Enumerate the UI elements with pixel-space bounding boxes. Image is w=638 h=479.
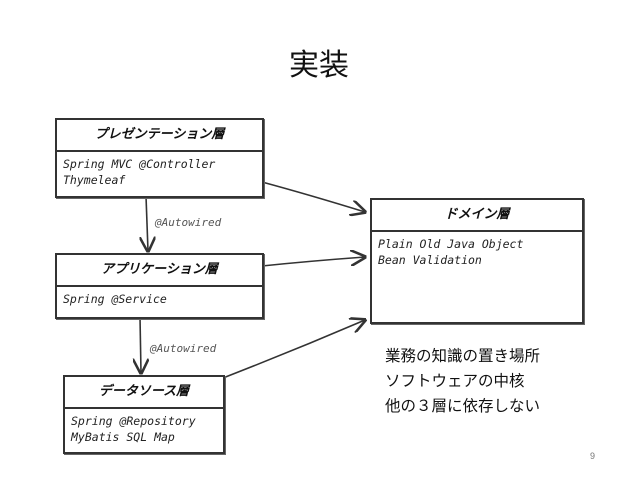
datasource-layer-box: データソース層 Spring @Repository MyBatis SQL M… [63, 375, 225, 454]
presentation-tech-2: Thymeleaf [63, 173, 126, 187]
page-number: 9 [590, 451, 596, 461]
application-layer-name: アプリケーション層 [57, 255, 262, 287]
presentation-layer-name: プレゼンテーション層 [57, 120, 262, 152]
domain-note-2: ソフトウェアの中核 [385, 372, 525, 390]
domain-layer-box: ドメイン層 Plain Old Java Object Bean Validat… [370, 198, 584, 324]
arrow-presentation-to-domain [261, 181, 365, 212]
arrow-presentation-to-application [146, 195, 148, 251]
application-layer-box: アプリケーション層 Spring @Service [55, 253, 264, 319]
domain-tech-2: Bean Validation [378, 253, 482, 267]
domain-note-1: 業務の知識の置き場所 [385, 347, 541, 365]
presentation-layer-box: プレゼンテーション層 Spring MVC @Controller Thymel… [55, 118, 264, 198]
domain-notes: 業務の知識の置き場所 ソフトウェアの中核 他の３層に依存しない [385, 344, 540, 419]
datasource-tech-2: MyBatis SQL Map [71, 430, 175, 444]
domain-tech-1: Plain Old Java Object [378, 237, 524, 251]
arrow-datasource-to-domain [222, 320, 365, 379]
domain-note-3: 他の３層に依存しない [385, 397, 541, 415]
autowired-annotation-1: @Autowired [155, 216, 222, 229]
presentation-tech-1: Spring MVC @Controller [63, 157, 216, 171]
arrow-application-to-domain [261, 257, 365, 267]
autowired-annotation-2: @Autowired [150, 342, 217, 355]
datasource-tech-1: Spring @Repository [71, 414, 196, 428]
application-tech-1: Spring @Service [63, 292, 167, 306]
domain-layer-name: ドメイン層 [372, 200, 582, 232]
datasource-layer-name: データソース層 [65, 377, 223, 409]
slide-title: 実装 [289, 48, 349, 83]
arrow-application-to-datasource [140, 316, 141, 373]
